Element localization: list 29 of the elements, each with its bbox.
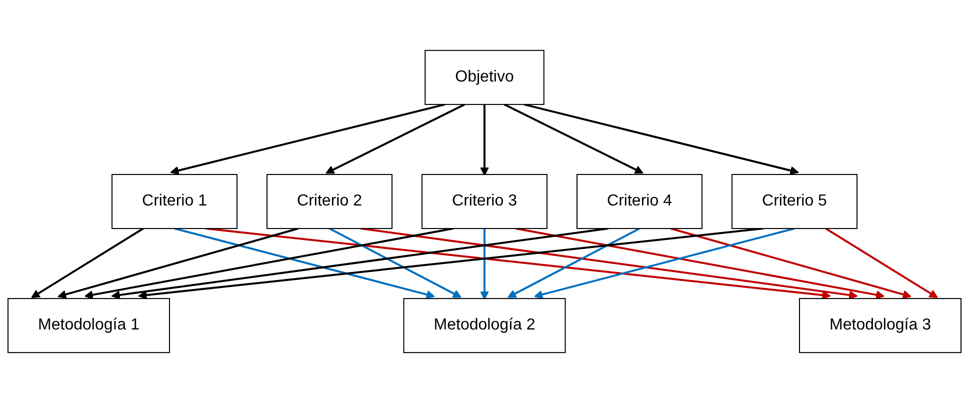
arrow	[84, 228, 454, 300]
arrow	[480, 104, 489, 176]
arrow	[524, 103, 799, 175]
node-box: Objetivo	[424, 50, 544, 105]
node-box: Metodología 2	[403, 298, 566, 354]
arrow	[111, 228, 608, 300]
arrow	[206, 228, 831, 300]
arrow	[174, 228, 435, 299]
node-box: Criterio 5	[732, 174, 858, 230]
arrow	[516, 228, 885, 300]
arrow	[480, 228, 489, 300]
arrow	[504, 104, 644, 174]
arrow	[170, 103, 446, 175]
node-box: Criterio 4	[576, 174, 702, 230]
arrow	[825, 228, 938, 298]
arrow	[670, 228, 912, 299]
arrow	[58, 228, 299, 299]
arrow	[326, 104, 466, 174]
arrow	[138, 228, 764, 300]
arrow	[31, 228, 144, 298]
arrow	[507, 228, 640, 298]
arrow	[360, 228, 858, 300]
arrow	[534, 228, 795, 299]
node-box: Criterio 3	[422, 174, 548, 230]
arrow	[329, 228, 462, 298]
node-box: Metodología 1	[8, 298, 170, 354]
node-box: Criterio 1	[112, 174, 238, 230]
node-box: Criterio 2	[266, 174, 392, 230]
node-box: Metodología 3	[799, 298, 962, 354]
